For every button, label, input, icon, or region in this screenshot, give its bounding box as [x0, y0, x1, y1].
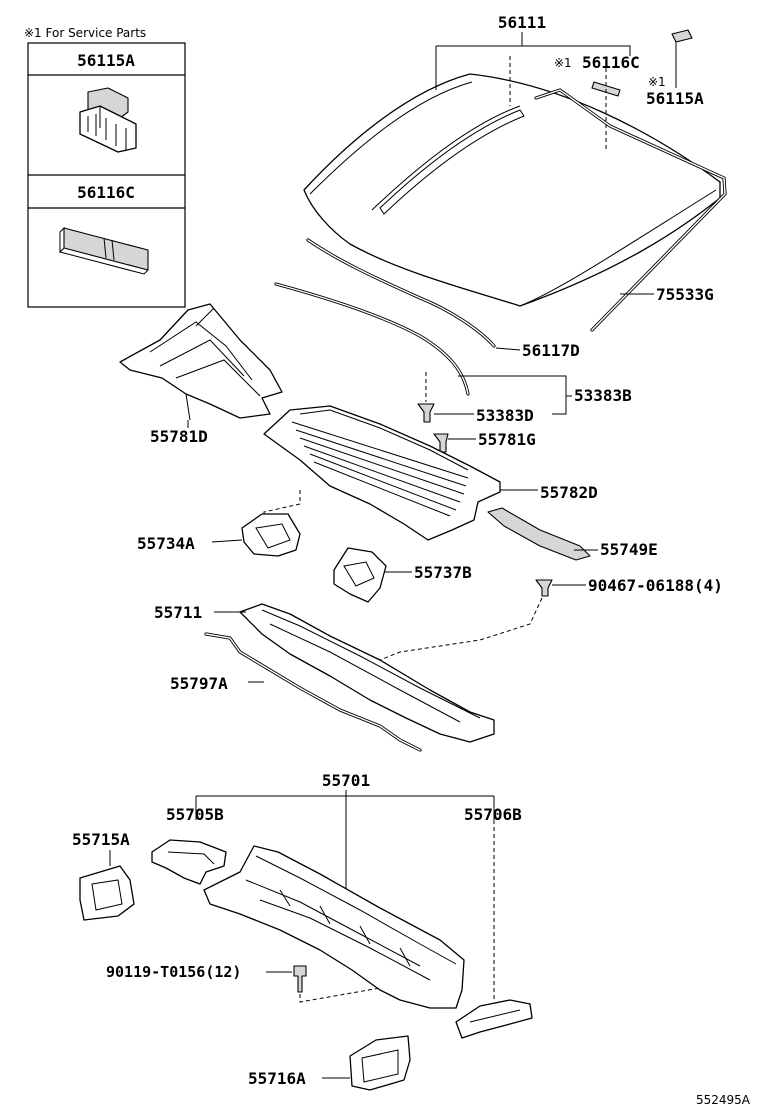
cowl-panel-55701	[203, 845, 465, 1009]
label-55701: 55701	[322, 771, 370, 790]
legend-label-56115a: 56115A	[77, 51, 135, 70]
label-56115a-mark: ※1	[648, 75, 666, 89]
windshield-glass	[303, 73, 721, 307]
legend-label-56116c: 56116C	[77, 183, 135, 202]
label-55737b: 55737B	[414, 563, 472, 582]
bracket-55716a	[349, 1035, 411, 1091]
clip-53383d	[417, 403, 435, 423]
label-55734a: 55734A	[137, 534, 195, 553]
molding-75533g	[534, 88, 727, 332]
label-55706b: 55706B	[464, 805, 522, 824]
label-56115a: 56115A	[646, 89, 704, 108]
label-55781d: 55781D	[150, 427, 208, 446]
panel-55711	[239, 603, 495, 743]
clip-55781g	[433, 433, 449, 453]
side-cowl-55781d	[119, 303, 283, 421]
label-53383d: 53383D	[476, 406, 534, 425]
seal-53383b	[274, 282, 470, 396]
label-55711: 55711	[154, 603, 202, 622]
label-55782d: 55782D	[540, 483, 598, 502]
brace-55749e	[487, 507, 591, 561]
cowl-louver-55782d	[263, 405, 501, 541]
label-75533g: 75533G	[656, 285, 714, 304]
label-53383b: 53383B	[574, 386, 632, 405]
label-55716a: 55716A	[248, 1069, 306, 1088]
clip-90467	[535, 579, 553, 597]
label-55797a: 55797A	[170, 674, 228, 693]
bracket-55715a	[79, 865, 135, 921]
legend-note: ※1 For Service Parts	[24, 26, 146, 40]
label-55715a: 55715A	[72, 830, 130, 849]
clip-56115a	[671, 29, 693, 43]
label-56116c-mark: ※1	[554, 56, 572, 70]
label-56111: 56111	[498, 13, 546, 32]
label-56117d: 56117D	[522, 341, 580, 360]
service-parts-legend: ※1 For Service Parts 56115A 56116C	[24, 26, 186, 308]
weatherstrip-56117d	[306, 238, 496, 348]
label-55781g: 55781G	[478, 430, 536, 449]
bracket-55737b	[333, 547, 387, 603]
bracket-55705b	[151, 839, 227, 885]
bracket-55734a	[241, 513, 301, 557]
label-56116c: 56116C	[582, 53, 640, 72]
plate-56116c-illustration	[59, 226, 149, 275]
figure-id: 552495A	[696, 1093, 751, 1107]
bolt-90119	[293, 965, 307, 993]
label-90119: 90119-T0156(12)	[106, 963, 241, 981]
bracket-55706b	[455, 999, 533, 1039]
label-55705b: 55705B	[166, 805, 224, 824]
label-90467: 90467-06188(4)	[588, 576, 723, 595]
seal-55797a	[204, 632, 422, 752]
label-55749e: 55749E	[600, 540, 658, 559]
clip-56115a-illustration	[79, 87, 137, 153]
